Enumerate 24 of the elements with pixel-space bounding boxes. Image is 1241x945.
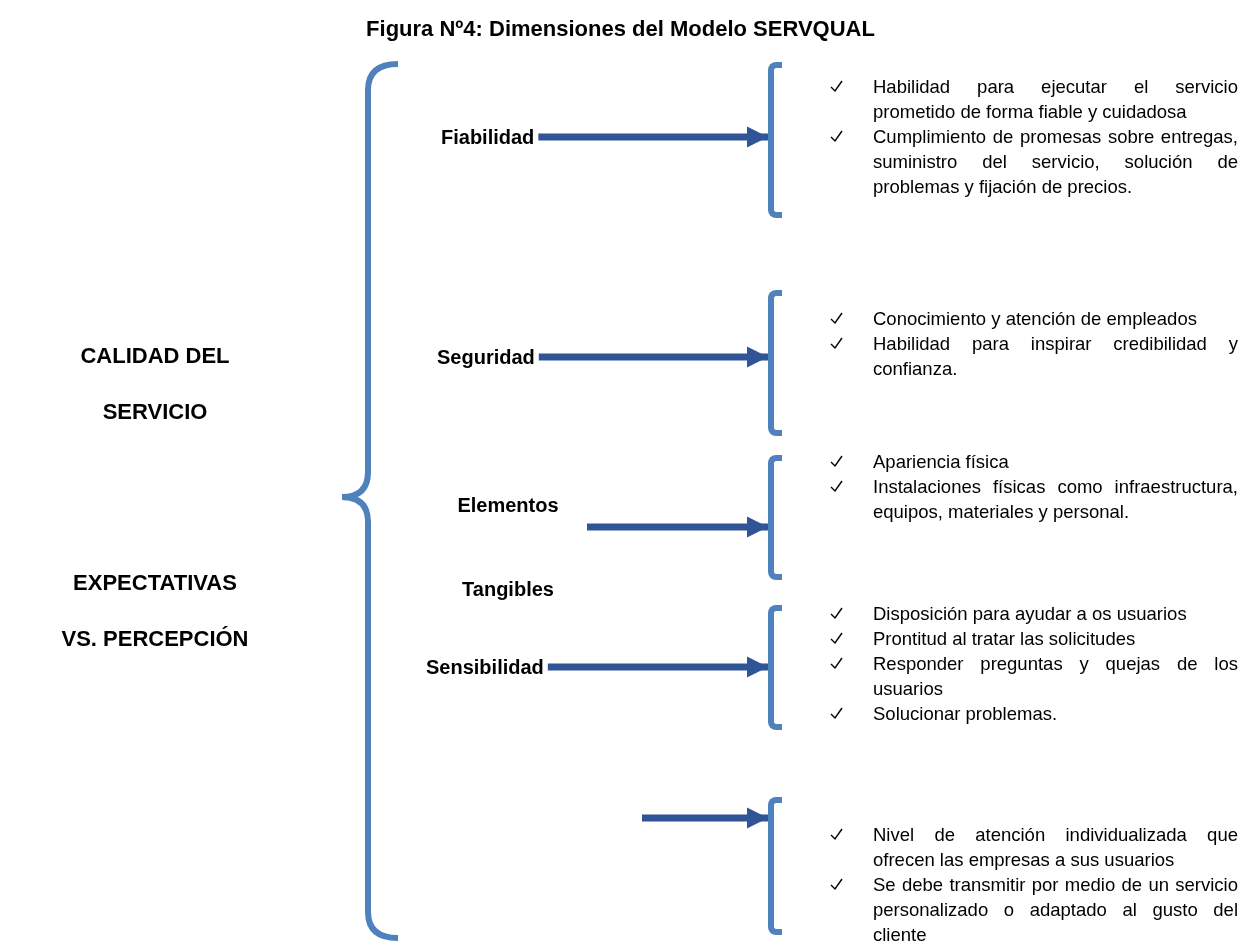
list-item: Cumplimiento de promesas sobre entregas, suministro del servicio, solución de problemas y fijación de precios. (873, 124, 1238, 199)
dimension-label: Fiabilidad (441, 125, 535, 149)
dimension-label: Elementos Tangibles (433, 463, 583, 631)
side-heading: CALIDAD DEL SERVICIO (79, 342, 231, 426)
side-heading: EXPECTATIVAS VS. PERCEPCIÓN (60, 569, 250, 653)
dimension-label: Seguridad (437, 345, 535, 369)
bracket-shape (768, 797, 782, 935)
figure-title: Figura Nº4: Dimensiones del Modelo SERVQUAL (365, 16, 876, 42)
bracket-shape (768, 290, 782, 436)
list-item: Disposición para ayudar a os usuarios (873, 601, 1238, 626)
list-item: Conocimiento y atención de empleados (873, 306, 1238, 331)
bracket-shape (768, 605, 782, 730)
list-item: Habilidad para inspirar credibilidad y confianza. (873, 331, 1238, 381)
list-item: Responder preguntas y quejas de los usuarios (873, 651, 1238, 701)
list-item: Instalaciones físicas como infraestructura, equipos, materiales y personal. (873, 474, 1238, 524)
bracket-shape (768, 455, 782, 580)
list-item: Solucionar problemas. (873, 701, 1238, 726)
bracket-shape (768, 62, 782, 218)
list-item: Prontitud al tratar las solicitudes (873, 626, 1238, 651)
list-item: Nivel de atención individualizada que ofrecen las empresas a sus usuarios (873, 822, 1238, 872)
list-item: Se debe transmitir por medio de un servicio personalizado o adaptado al gusto del cliente (873, 872, 1238, 945)
dimension-label: Sensibilidad (426, 655, 544, 679)
list-item: Apariencia física (873, 449, 1238, 474)
list-item: Habilidad para ejecutar el servicio prometido de forma fiable y cuidadosa (873, 74, 1238, 124)
